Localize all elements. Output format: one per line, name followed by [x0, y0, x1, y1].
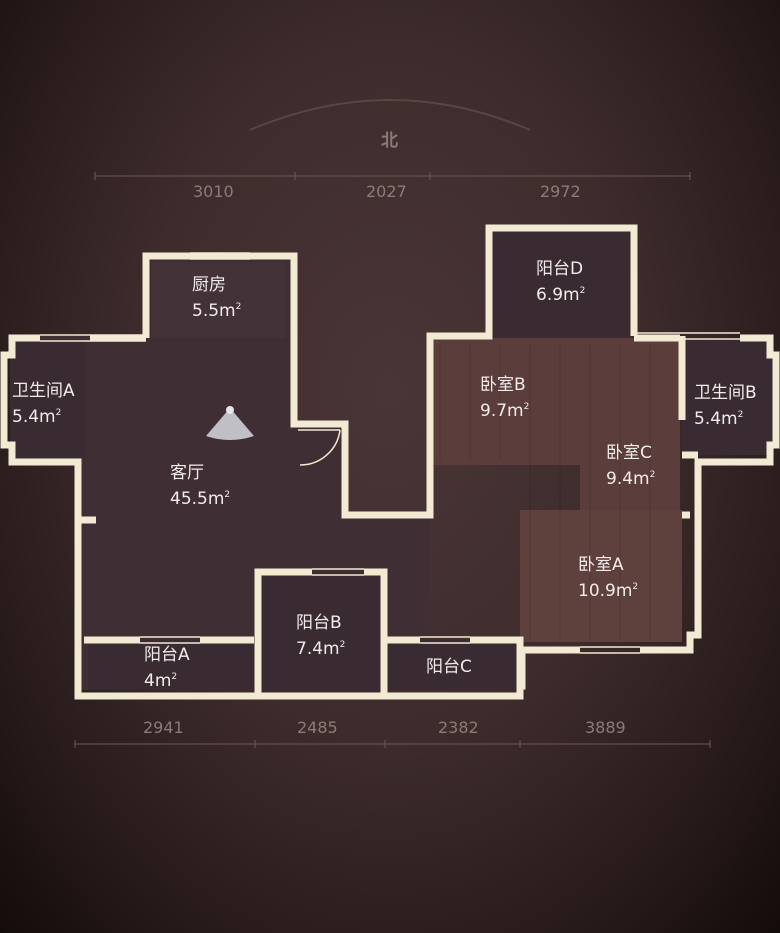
floor-wood-band — [520, 510, 682, 642]
floor-texture — [439, 345, 651, 640]
room-living-room: 客厅 45.5m2 — [170, 462, 230, 510]
room-name: 卫生间B — [694, 383, 757, 403]
floor-bathroom-b — [682, 340, 774, 455]
floor-balcony-c — [388, 640, 518, 690]
room-name: 阳台C — [426, 657, 472, 677]
room-bedroom-a: 卧室A 10.9m2 — [578, 554, 638, 602]
top-dimension-line — [94, 172, 691, 180]
bottom-dimension-4: 3889 — [585, 718, 626, 737]
bottom-dimension-1: 2941 — [143, 718, 184, 737]
room-balcony-d: 阳台D 6.9m2 — [536, 258, 585, 306]
room-name: 卫生间A — [12, 381, 75, 401]
windows — [40, 252, 740, 654]
floor-balcony-a — [88, 640, 254, 690]
floors — [10, 230, 774, 692]
room-balcony-c: 阳台C — [426, 656, 472, 678]
room-name: 客厅 — [170, 463, 204, 483]
bottom-dimension-3: 2382 — [438, 718, 479, 737]
top-dimension-2: 2027 — [366, 182, 407, 201]
room-kitchen: 厨房 5.5m2 — [192, 274, 241, 322]
room-bedroom-c: 卧室C 9.4m2 — [606, 442, 655, 490]
room-bathroom-b: 卫生间B 5.4m2 — [694, 382, 757, 430]
floor-living-area — [10, 258, 520, 690]
floor-bathroom-a — [10, 340, 86, 458]
floor-balcony-d — [490, 230, 628, 338]
view-camera-icon — [206, 406, 254, 440]
entry-door — [298, 429, 341, 466]
walls — [0, 224, 780, 700]
room-name: 阳台B — [296, 613, 342, 633]
floor-balcony-b — [258, 572, 384, 692]
room-name: 阳台D — [536, 259, 584, 279]
room-bathroom-a: 卫生间A 5.4m2 — [12, 380, 75, 428]
floor-kitchen — [152, 262, 285, 338]
bottom-dimension-2: 2485 — [297, 718, 338, 737]
room-area: 6.9m2 — [536, 285, 586, 305]
room-name: 阳台A — [144, 645, 190, 665]
room-area: 4m2 — [144, 671, 178, 691]
room-name: 卧室C — [606, 443, 652, 463]
room-area: 5.4m2 — [12, 407, 62, 427]
bottom-dimension-line — [74, 740, 711, 748]
room-bedroom-b: 卧室B 9.7m2 — [480, 374, 529, 422]
top-dimension-3: 2972 — [540, 182, 581, 201]
top-dimension-1: 3010 — [193, 182, 234, 201]
compass-arc — [249, 99, 531, 131]
room-area: 9.7m2 — [480, 401, 530, 421]
room-area: 9.4m2 — [606, 469, 656, 489]
room-balcony-b: 阳台B 7.4m2 — [296, 612, 345, 660]
room-name: 厨房 — [192, 275, 226, 295]
room-area: 10.9m2 — [578, 581, 639, 601]
room-name: 卧室A — [578, 555, 624, 575]
room-area: 5.5m2 — [192, 301, 242, 321]
room-name: 卧室B — [480, 375, 526, 395]
room-area: 45.5m2 — [170, 489, 231, 509]
room-area: 7.4m2 — [296, 639, 346, 659]
room-balcony-a: 阳台A 4m2 — [144, 644, 190, 692]
north-label: 北 — [381, 131, 398, 151]
room-area: 5.4m2 — [694, 409, 744, 429]
